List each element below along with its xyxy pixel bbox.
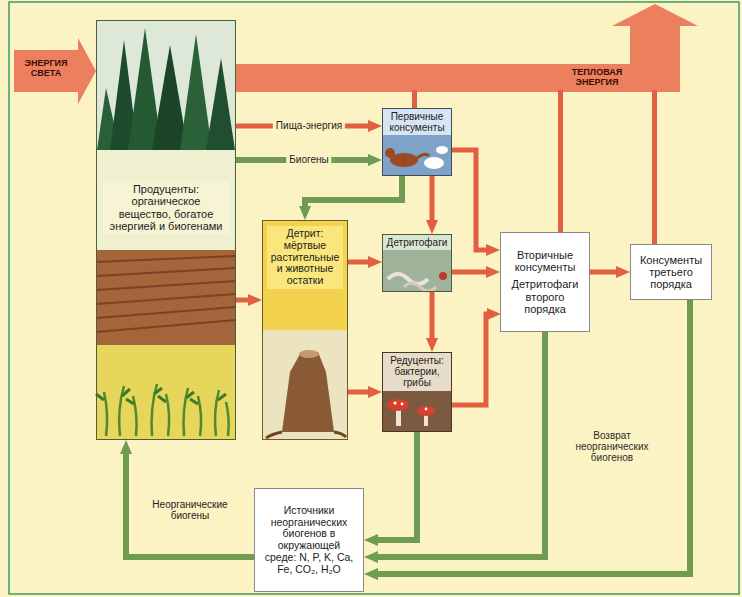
source-box: Источники неорганических биогенов в окру… [254,488,364,592]
hare [436,146,448,154]
consumer-box: Первичные консументы [382,108,452,176]
flow-arrow [430,292,435,338]
tree [206,58,235,150]
detritivore-box: Детритофаги [382,234,452,292]
flow-arrow [452,314,487,405]
node-text: Детритофаги [386,237,448,248]
text-block: Детритофаги [383,235,451,250]
text-block: Редуценты: бактерии, грибы [383,353,451,391]
meadow [96,150,236,250]
node-text: Вторичные консументы [508,249,582,274]
node-text: Консументы третьего порядка [638,254,704,291]
heat-riser [412,90,417,109]
node-text: Редуценты: бактерии, грибы [386,355,448,389]
flow-arrow [348,260,368,265]
consumer-picture [382,108,452,176]
stump-top [299,350,319,358]
text-block: Вторичные консументыДетритофаги второго … [505,247,585,318]
node-text: Детрит: мёртвые растительные и животные … [270,228,340,287]
energy-label: ЭНЕРГИЯ СВЕТА [14,58,78,78]
decomposer-picture [382,352,452,432]
flow-arrow [452,270,486,275]
flow-arrow [452,150,486,250]
hare [424,157,444,169]
edge-label: Биогены [286,154,331,165]
detritivore-picture [382,234,452,292]
text-block: Источники неорганических биогенов в окру… [259,503,359,578]
edge-label: Пища-энергия [273,120,345,131]
stump [282,352,334,432]
text-block: Детрит: мёртвые растительные и животные … [267,226,343,289]
flow-arrow [378,300,690,574]
node-text: Продуценты: органическое вещество, богат… [106,183,226,232]
detritus-ground [262,330,348,440]
edge-label: Неорганические биогены [139,499,241,521]
mushroom-cap [387,399,409,411]
flow-arrow [590,270,616,275]
bug [439,272,447,280]
leaves [96,388,226,404]
heat-riser [652,90,657,245]
crop-field [96,345,236,440]
flow-arrow [126,454,254,557]
text-block: Консументы третьего порядка [635,252,707,293]
frame [9,2,739,594]
flow-arrow [378,432,417,540]
node-text: Детритофаги второго порядка [508,278,582,315]
detritus-picture [262,220,348,330]
fox-tail [417,154,429,158]
light-arrow [14,38,96,104]
flow-arrow [305,176,402,206]
producer-box: Продуценты: органическое вещество, богат… [96,20,236,440]
worm [404,283,436,291]
decomposer-box: Редуценты: бактерии, грибы [382,352,452,432]
heat-riser [558,90,563,233]
node-text: Источники неорганических биогенов в окру… [262,505,356,576]
text-block: Первичные консументы [383,109,451,135]
note-label: Возврат неорганических биогенов [556,430,668,464]
tree [180,34,212,150]
roots [266,432,346,438]
furrows [96,256,236,332]
sky [96,20,236,150]
flow-arrow [348,390,368,395]
mushroom-cap [417,406,435,416]
producer-picture [96,20,236,440]
fox-head [385,148,395,158]
detritus-box: Детрит: мёртвые растительные и животные … [262,220,348,440]
flow-arrow [378,332,545,557]
cap-spot [425,408,428,411]
flow-arrow [430,176,435,220]
field [96,250,236,345]
node-text: Первичные консументы [386,111,448,133]
cap-spot [401,403,404,406]
consumer-box: Консументы третьего порядка [630,244,712,300]
flow-arrow [236,298,248,303]
cap-spot [393,401,396,404]
energy-label: ТЕПЛОВАЯ ЭНЕРГИЯ [566,67,628,87]
text-block: Продуценты: органическое вещество, богат… [103,181,229,234]
plants [104,384,229,436]
consumer-box: Вторичные консументыДетритофаги второго … [500,232,590,332]
heat-arrow [236,4,698,92]
